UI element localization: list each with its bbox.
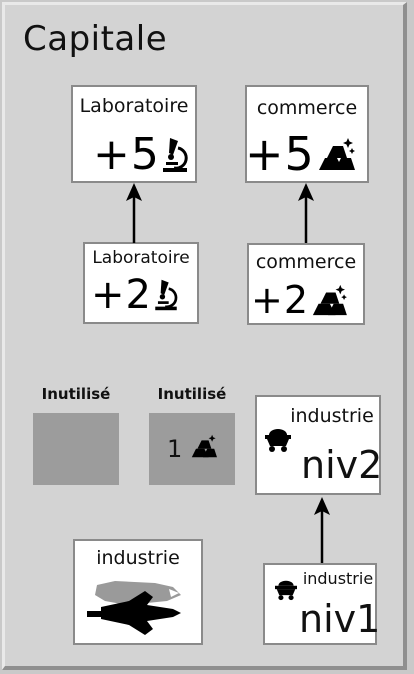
unused-slot[interactable] — [33, 413, 119, 485]
microscope-icon — [152, 278, 180, 312]
gold-bars-icon — [315, 136, 355, 172]
lab-bonus-value: +2 — [91, 272, 152, 318]
unused-slot-with-trade[interactable]: 1 — [149, 413, 235, 485]
lab-base-card[interactable]: Laboratoire +2 — [83, 242, 199, 324]
unused-slot-label: Inutilisé — [41, 385, 111, 403]
gold-bars-icon — [189, 433, 217, 459]
commerce-upgrade-card[interactable]: commerce +5 — [245, 85, 369, 183]
industry-level: niv1 — [299, 597, 381, 641]
industry-ship-card[interactable]: industrie — [73, 539, 203, 645]
lab-bonus-value: +5 — [93, 129, 160, 180]
upgrade-arrow-industry — [314, 497, 330, 565]
lab-card-title: Laboratoire — [79, 95, 189, 117]
upgrade-arrow-commerce — [298, 183, 314, 243]
lab-upgrade-card[interactable]: Laboratoire +5 — [71, 85, 197, 183]
capital-panel: Capitale Laboratoire +5 Laboratoire +2 — [2, 2, 407, 670]
industry-upgrade-card[interactable]: industrie niv2 — [255, 395, 383, 495]
mine-cart-icon — [263, 427, 293, 453]
industry-base-card[interactable]: industrie niv1 — [263, 563, 381, 645]
unused-slot-label: Inutilisé — [157, 385, 227, 403]
commerce-base-card[interactable]: commerce +2 — [247, 243, 365, 325]
commerce-bonus-value: +5 — [245, 127, 315, 181]
microscope-icon — [160, 136, 190, 174]
lab-bonus: +2 — [91, 272, 180, 318]
commerce-bonus: +5 — [245, 129, 355, 179]
commerce-card-title: commerce — [255, 251, 357, 273]
commerce-bonus-value: +2 — [251, 278, 310, 322]
industry-ship-title: industrie — [96, 547, 180, 569]
upgrade-arrow-lab — [126, 183, 142, 243]
slot-trade-count: 1 — [167, 435, 183, 463]
panel-title: Capitale — [23, 19, 168, 59]
lab-card-title: Laboratoire — [92, 248, 190, 268]
industry-level: niv2 — [301, 443, 383, 487]
industry-card-title: industrie — [302, 569, 374, 588]
commerce-card-title: commerce — [256, 97, 358, 119]
lab-bonus: +5 — [93, 131, 190, 179]
spaceship-icon — [87, 575, 187, 637]
mine-cart-icon — [273, 579, 299, 601]
gold-bars-icon — [309, 283, 347, 317]
commerce-bonus: +2 — [251, 279, 347, 321]
industry-card-title: industrie — [290, 405, 374, 427]
